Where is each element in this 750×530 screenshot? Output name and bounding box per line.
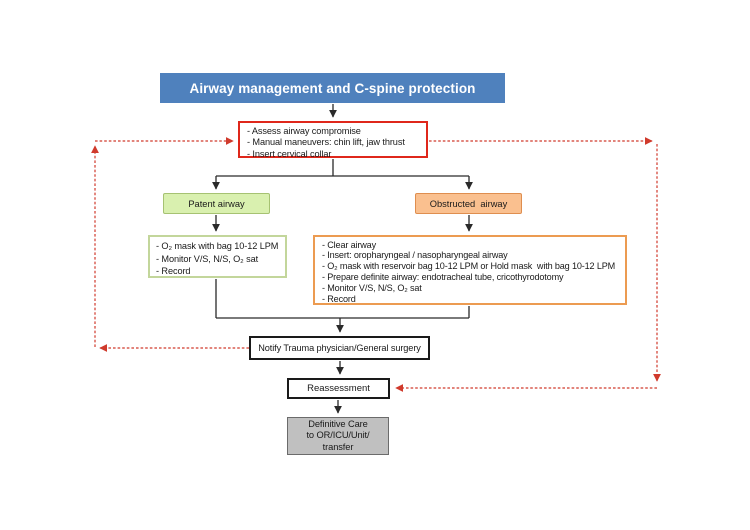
patent-actions-box: - O₂ mask with bag 10-12 LPM - Monitor V… <box>148 235 287 278</box>
definitive-care-box: Definitive Care to OR/ICU/Unit/ transfer <box>287 417 389 455</box>
assess-airway-box: - Assess airway compromise - Manual mane… <box>238 121 428 159</box>
obstructed-action-line-6: - Record <box>322 294 356 305</box>
assess-line-3: - Insert cervical collar <box>247 148 332 159</box>
patent-airway-node: Patent airway <box>163 193 270 214</box>
assess-line-2: - Manual maneuvers: chin lift, jaw thrus… <box>247 137 405 148</box>
obstructed-action-line-5: - Monitor V/S, N/S, O₂ sat <box>322 283 422 294</box>
title-banner: Airway management and C-spine protection <box>160 73 505 103</box>
obstructed-action-line-1: - Clear airway <box>322 239 376 250</box>
assess-line-1: - Assess airway compromise <box>247 126 361 136</box>
feedback-loop-right <box>395 137 661 392</box>
notify-trauma-box: Notify Trauma physician/General surgery <box>249 336 430 360</box>
reassessment-box: Reassessment <box>287 378 390 399</box>
definitive-line-2: to OR/ICU/Unit/ <box>306 430 370 441</box>
obstructed-airway-node: Obstructed airway <box>415 193 522 214</box>
definitive-line-1: Definitive Care <box>308 419 368 430</box>
black-flow-connectors <box>212 104 473 414</box>
patent-action-line-1: - O₂ mask with bag 10-12 LPM <box>156 241 279 251</box>
obstructed-action-line-3: - O₂ mask with reservoir bag 10-12 LPM o… <box>322 261 616 272</box>
obstructed-action-line-4: - Prepare definite airway: endotracheal … <box>322 272 564 283</box>
patent-action-line-2: - Monitor V/S, N/S, O₂ sat <box>156 253 259 264</box>
obstructed-actions-box: - Clear airway - Insert: oropharyngeal /… <box>313 235 627 305</box>
definitive-line-3: transfer <box>322 441 354 452</box>
feedback-loop-left <box>91 137 249 352</box>
patent-action-line-3: - Record <box>156 266 191 277</box>
obstructed-action-line-2: - Insert: oropharyngeal / nasopharyngeal… <box>322 250 508 261</box>
